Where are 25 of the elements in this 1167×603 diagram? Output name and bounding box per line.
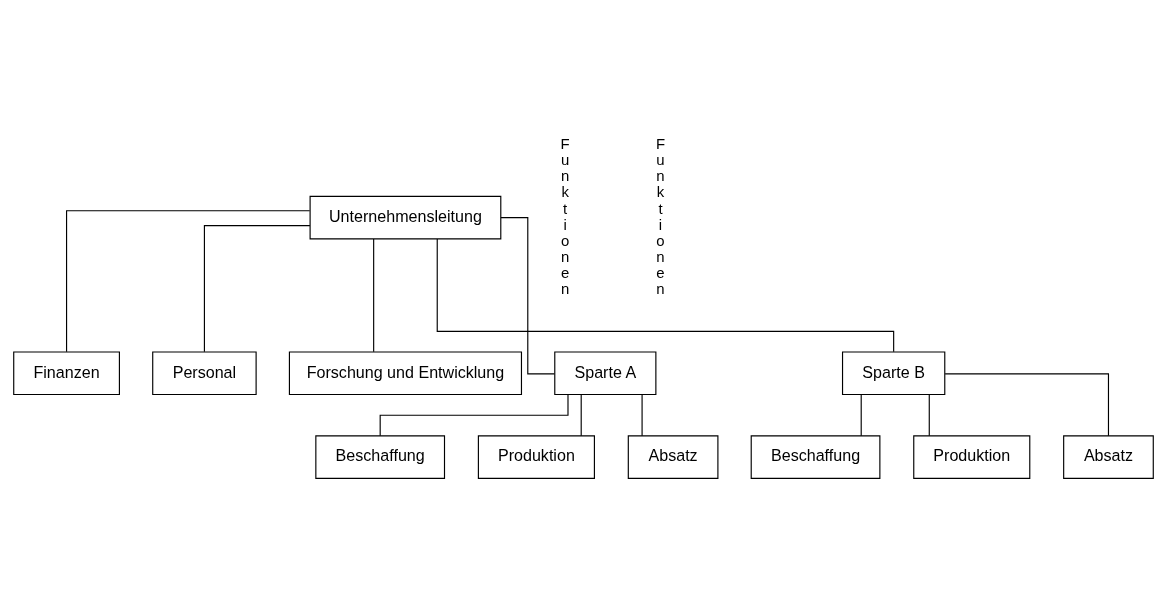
connector xyxy=(500,217,556,375)
node-box: Finanzen xyxy=(13,351,120,396)
label: Funktionen xyxy=(560,135,570,297)
connector xyxy=(203,225,311,353)
connector xyxy=(373,238,375,353)
node-box: Sparte A xyxy=(554,351,657,396)
node-box: Sparte B xyxy=(841,351,946,396)
node-box: Produktion xyxy=(477,435,595,479)
node-box: Unternehmensleitung xyxy=(309,195,502,240)
connector xyxy=(66,210,311,353)
node-box: Forschung und Entwicklung xyxy=(288,351,523,396)
connector xyxy=(580,394,582,437)
node-box: Absatz xyxy=(627,435,719,479)
connector xyxy=(379,394,569,437)
connector xyxy=(436,238,895,353)
node-box: Absatz xyxy=(1063,435,1154,479)
connector xyxy=(944,373,1110,437)
node-box: Beschaffung xyxy=(750,435,881,479)
connector xyxy=(641,394,643,437)
node-box: Beschaffung xyxy=(315,435,446,479)
connector xyxy=(860,394,862,437)
node-box: Personal xyxy=(152,351,257,396)
label: Funktionen xyxy=(655,135,666,297)
node-box: Produktion xyxy=(913,435,1031,479)
connector xyxy=(928,394,930,437)
